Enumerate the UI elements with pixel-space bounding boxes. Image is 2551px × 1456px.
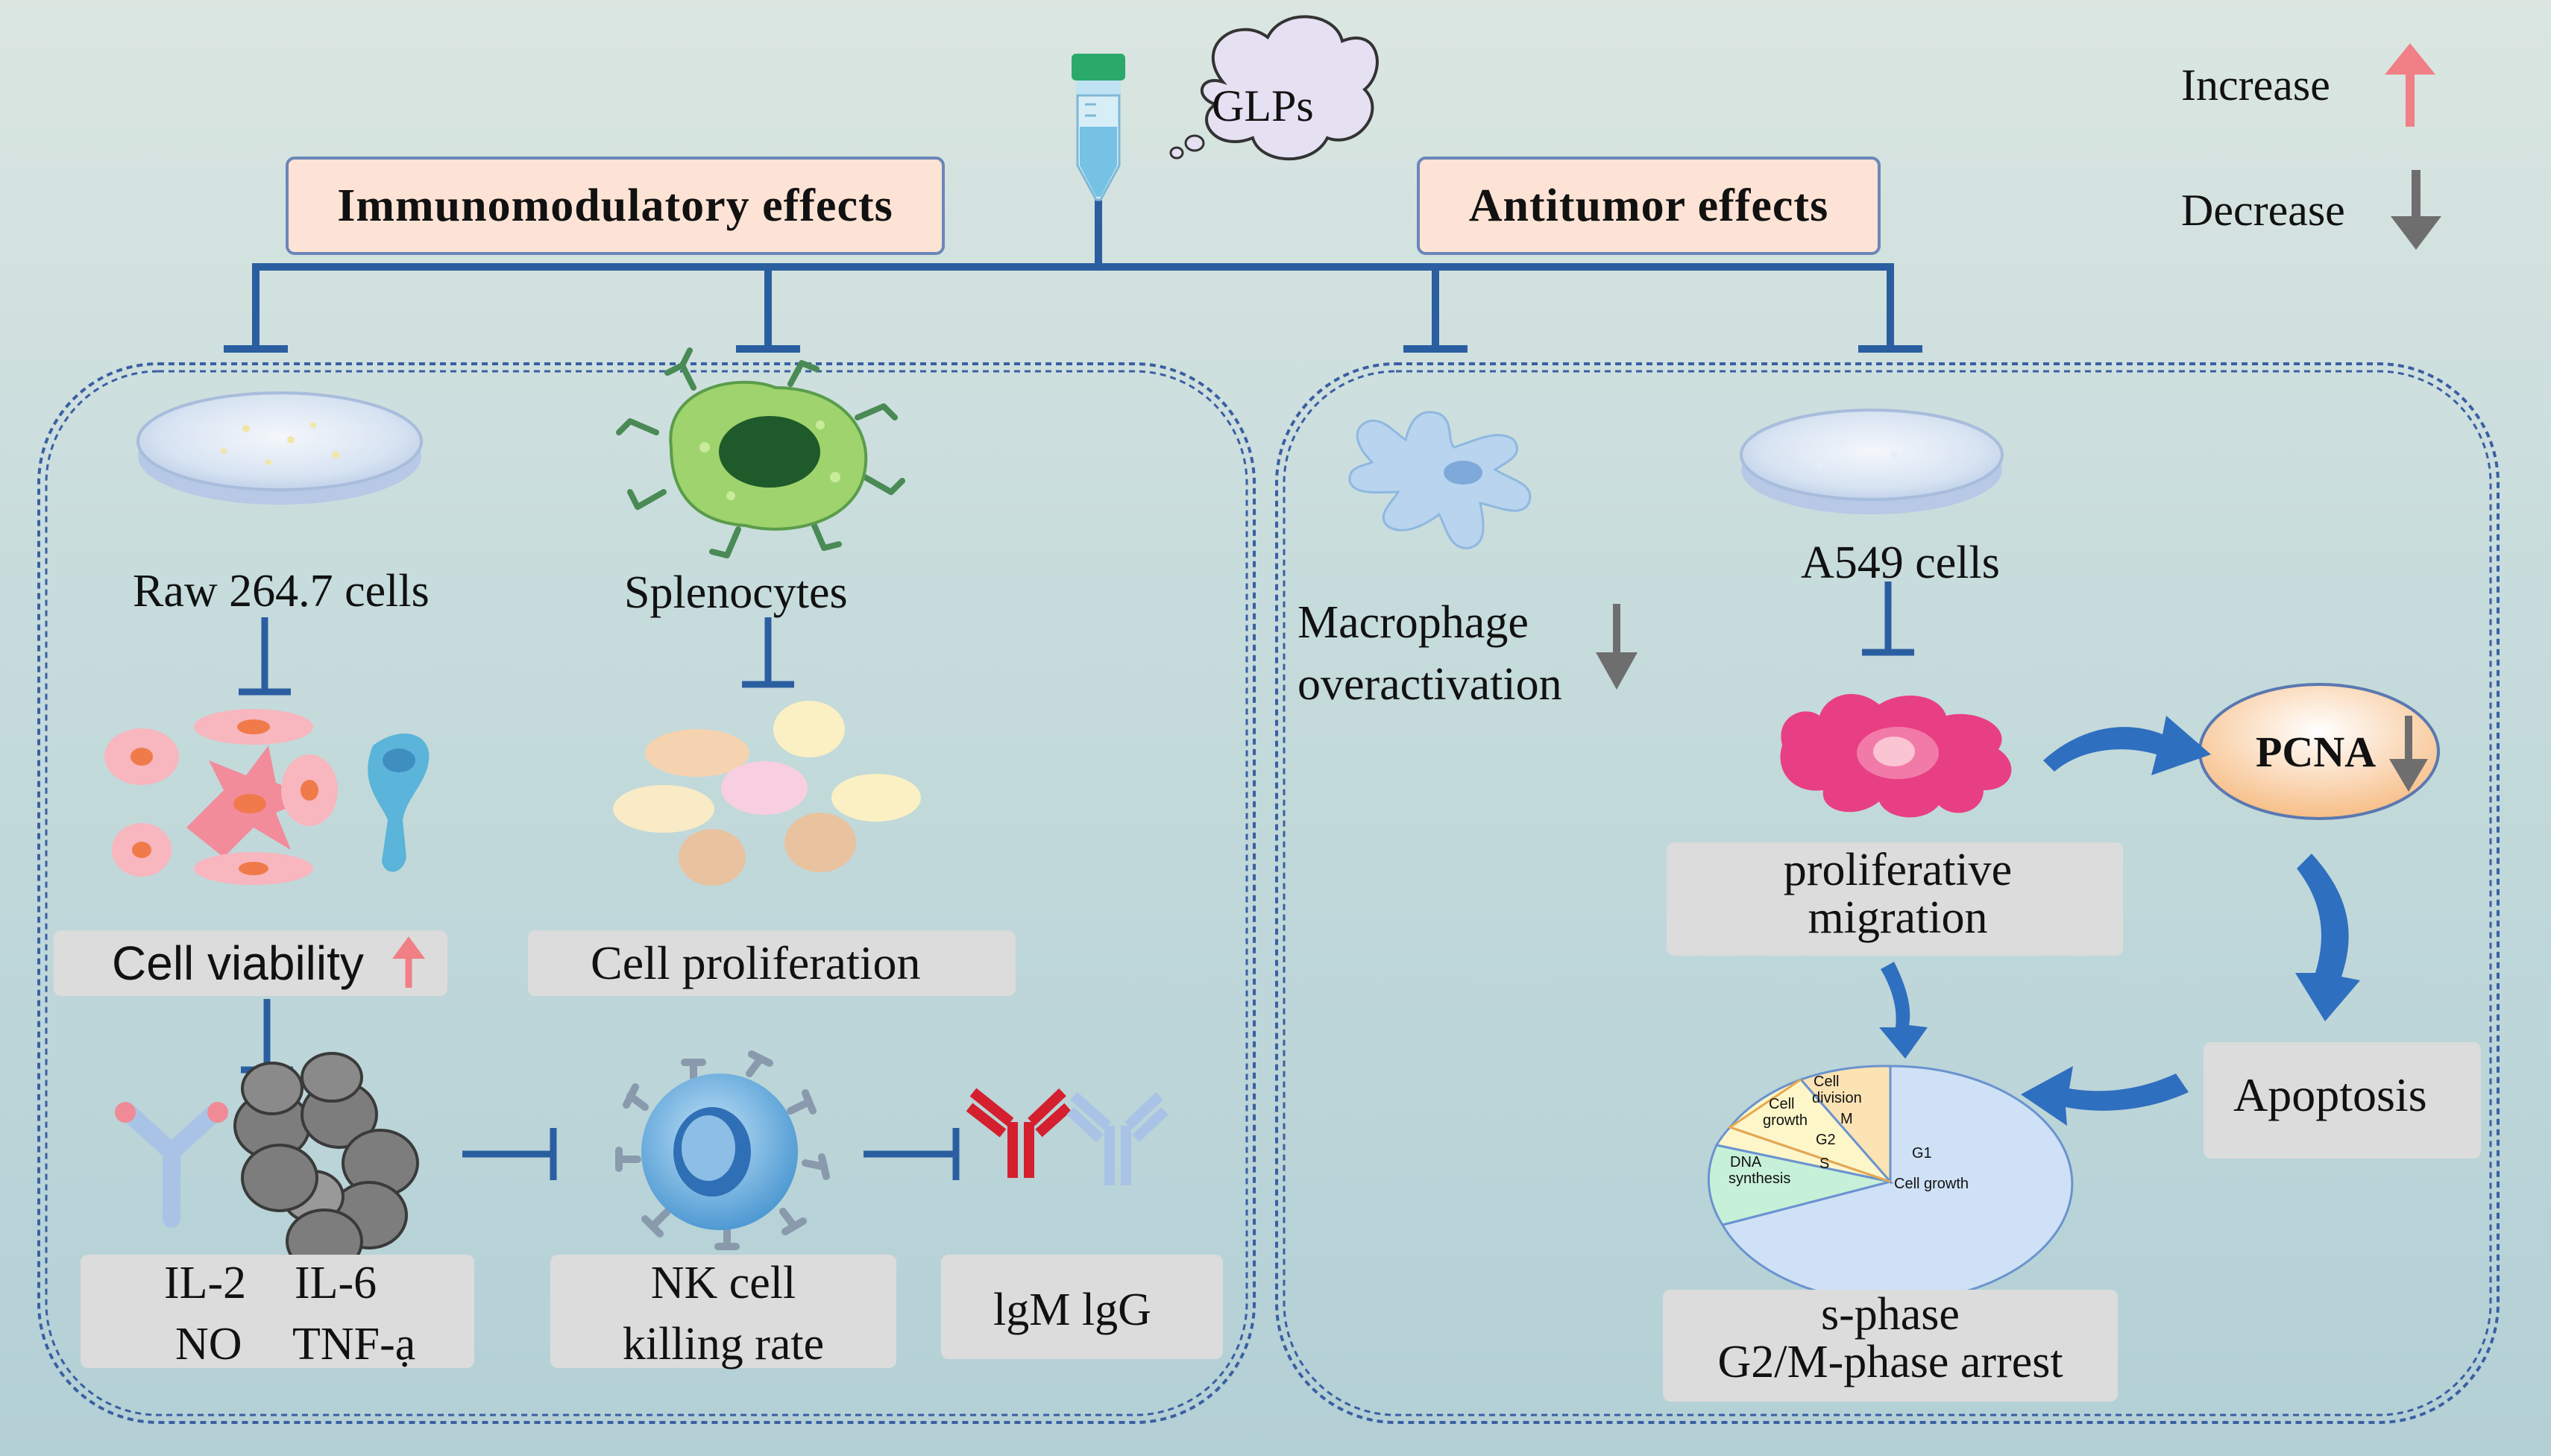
- a549-tumor-cell-icon: [1780, 693, 2012, 818]
- legend-increase-label: Increase: [2181, 60, 2330, 110]
- cell-cycle-pie: [1707, 1065, 2074, 1303]
- right-panel-border: [1275, 362, 2500, 1424]
- legend-increase-arrow-icon: [2385, 43, 2435, 127]
- phase-arrest-box: [1663, 1290, 2118, 1402]
- macrophage-line1-label: Macrophage: [1297, 597, 1529, 648]
- cell-viability-label: Cell viability: [112, 936, 364, 990]
- legend-decrease-label: Decrease: [2181, 186, 2345, 235]
- apoptosis-box: [2204, 1042, 2481, 1159]
- glps-label: GLPs: [1212, 81, 1314, 130]
- glps-cloud-icon: [1169, 15, 1379, 161]
- nk-box: [550, 1255, 896, 1368]
- tree-connectors: [224, 198, 1922, 353]
- il2-label: IL-2: [164, 1258, 247, 1308]
- pie-g1-sub: Cell growth: [1894, 1176, 1969, 1192]
- no-label: NO: [175, 1319, 242, 1370]
- cell-viability-box: [54, 930, 447, 996]
- inhibition-connectors: [239, 582, 1914, 1180]
- nk-line2-label: killing rate: [622, 1319, 825, 1370]
- antitumor-effects-header: Antitumor effects: [1417, 157, 1881, 255]
- flow-arrows: [1879, 716, 2360, 1126]
- raw-cells-cluster-icon: [104, 709, 430, 885]
- pie-cell-division-1: Cell: [1814, 1074, 1840, 1090]
- pie-g1: G1: [1912, 1145, 1932, 1162]
- raw-cells-label: Raw 264.7 cells: [133, 566, 430, 617]
- nk-line1-label: NK cell: [650, 1258, 796, 1308]
- petri-dish-icon: [136, 391, 423, 505]
- pie-dna-2: synthesis: [1729, 1170, 1791, 1187]
- g2m-arrest-label: G2/M-phase arrest: [1717, 1337, 2063, 1387]
- pie-cell-growth-2: growth: [1763, 1112, 1808, 1129]
- receptor-y-icon: [115, 1102, 228, 1228]
- cell-proliferation-box: [528, 930, 1016, 996]
- left-panel-border: [37, 362, 1256, 1424]
- splenocytes-label: Splenocytes: [624, 567, 848, 618]
- apoptosis-label: Apoptosis: [2233, 1068, 2427, 1121]
- proliferative-label: proliferative: [1783, 845, 2013, 895]
- ig-box: [941, 1255, 1223, 1359]
- proliferating-cells-icon: [613, 701, 921, 886]
- legend-decrease-arrow-icon: [2391, 170, 2441, 250]
- macrophage-line2-label: overactivation: [1297, 659, 1562, 710]
- pie-m: M: [1840, 1111, 1853, 1127]
- cell-proliferation-label: Cell proliferation: [591, 936, 921, 989]
- immunomodulatory-effects-header: Immunomodulatory effects: [286, 157, 945, 255]
- proliferative-migration-box: [1667, 842, 2123, 956]
- il6-label: IL-6: [295, 1258, 377, 1308]
- petri-dish-a549-icon: [1740, 409, 2004, 514]
- migration-label: migration: [1808, 892, 1988, 943]
- nk-cell-icon: [615, 1050, 830, 1250]
- ig-label: lgM lgG: [993, 1285, 1151, 1335]
- centrifuge-tube-icon: [1072, 54, 1125, 201]
- igg-antibody-icon: [1066, 1091, 1168, 1185]
- cytokines-box: [81, 1255, 474, 1368]
- splenocyte-cell-icon: [616, 347, 905, 558]
- tnf-label: TNF-ạ: [292, 1319, 416, 1370]
- a549-label: A549 cells: [1801, 538, 2000, 588]
- pie-s: S: [1819, 1156, 1830, 1172]
- pie-g2: G2: [1816, 1132, 1836, 1148]
- pcna-label: PCNA: [2256, 728, 2377, 776]
- igm-antibody-icon: [966, 1088, 1072, 1178]
- cytokine-granules-icon: [233, 1052, 419, 1274]
- s-phase-label: s-phase: [1821, 1289, 1960, 1340]
- pie-cell-growth-1: Cell: [1769, 1096, 1795, 1112]
- macrophage-cell-icon: [1348, 411, 1532, 549]
- pie-cell-division-2: division: [1812, 1090, 1862, 1106]
- pie-dna-1: DNA: [1730, 1154, 1762, 1170]
